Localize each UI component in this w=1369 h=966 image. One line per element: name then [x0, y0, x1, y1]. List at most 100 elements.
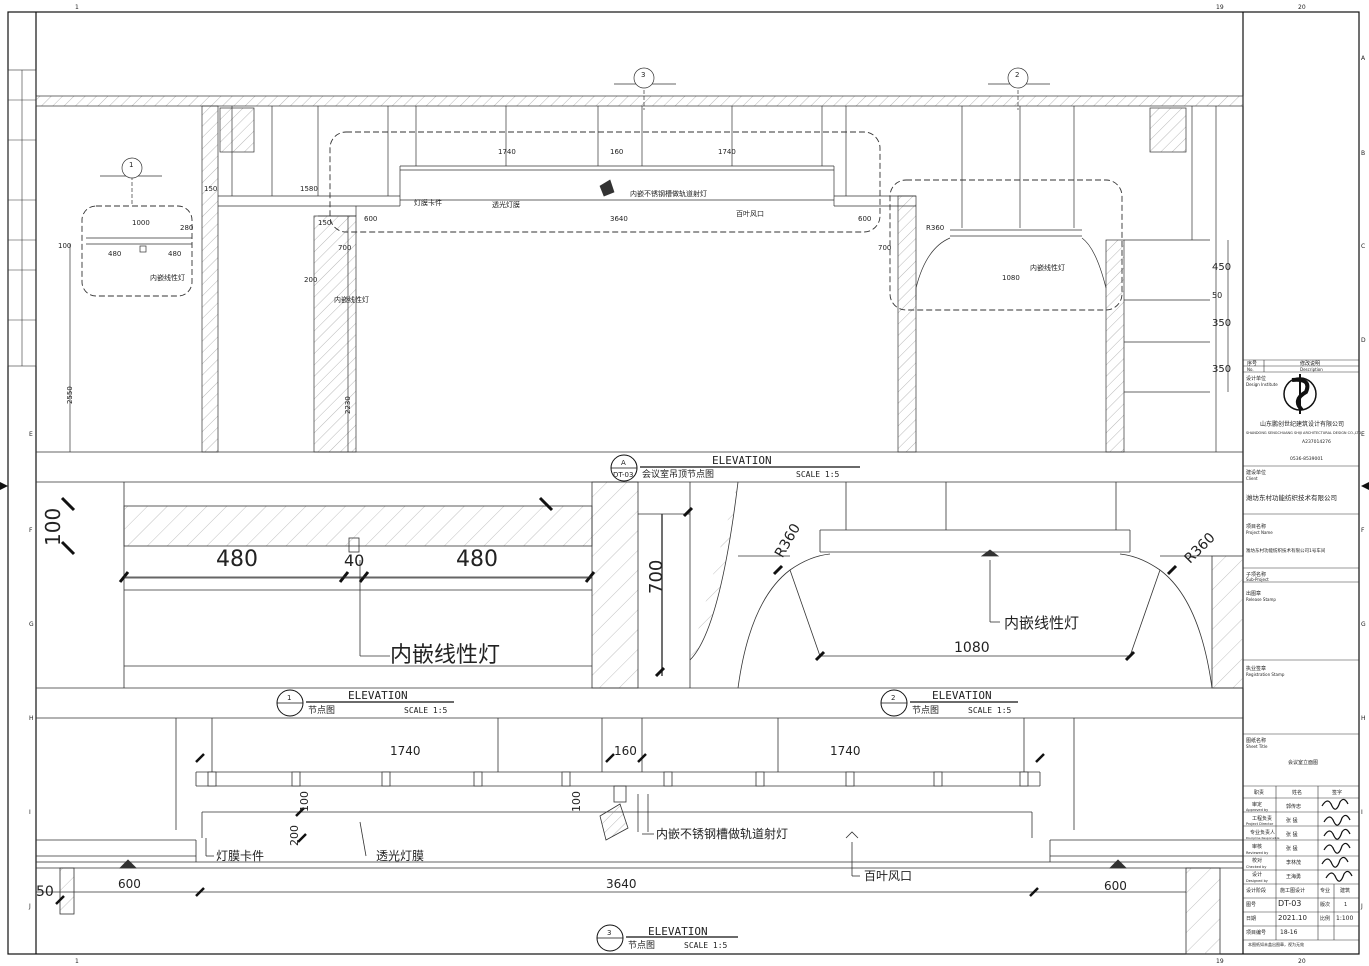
detail-2-r360-a: R360 — [772, 521, 804, 561]
tb-client: 潍坊东村功能纺织技术有限公司 — [1246, 493, 1337, 502]
dim-280: 280 — [180, 224, 193, 232]
detail-1-dim-700: 700 — [646, 560, 667, 594]
detail-3-dim-600-a: 600 — [118, 877, 141, 891]
grid-f: F — [1361, 527, 1365, 534]
detail-1-dim-100: 100 — [41, 508, 65, 546]
detail-1-drawing — [60, 481, 739, 689]
tb-date: 2021.10 — [1278, 914, 1307, 922]
detail-3-dim-160: 160 — [614, 744, 637, 758]
tb-project-no: 18-16 — [1280, 929, 1298, 936]
dim-50: 50 — [1212, 291, 1222, 300]
detail-1-title: 1 ELEVATION 节点图 SCALE 1:5 — [276, 689, 454, 717]
dim-700-b: 700 — [878, 244, 891, 252]
left-stamp-strip — [7, 69, 37, 367]
tb-client-en: Client — [1246, 476, 1258, 481]
elevation-a — [35, 83, 1244, 453]
tb-resp-role-en-1: Project Director — [1246, 822, 1274, 826]
dim-2550: 2550 — [66, 386, 74, 404]
dim-1740-b: 1740 — [718, 148, 736, 156]
tb-subproject-en: Sub-Project — [1246, 577, 1269, 582]
tb-registration-label: 执业签章 — [1246, 665, 1266, 672]
grid-j-left: J — [28, 903, 31, 910]
detail-3-label-light-film: 透光灯膜 — [376, 849, 424, 863]
tb-phone: 0536-8539001 — [1290, 456, 1323, 462]
tb-rev-no: 序号 — [1247, 360, 1257, 367]
tb-resp-role-0: 审定 — [1252, 801, 1262, 808]
tb-project-no-label: 项目编号 — [1246, 929, 1266, 936]
tb-release-label: 出图章 — [1246, 590, 1261, 597]
detail-3-dim-100-b: 100 — [570, 791, 583, 812]
detail-3-subtitle: 节点图 — [628, 940, 655, 951]
detail-3-dim-1740-a: 1740 — [390, 744, 421, 758]
tb-stage-label: 设计阶段 — [1246, 887, 1266, 894]
tb-rev-desc: 修改说明 — [1300, 360, 1320, 367]
tb-resp-name-4: 李林茂 — [1286, 859, 1301, 866]
tb-resp-role-4: 校对 — [1252, 857, 1262, 864]
label-linear-light-b: 内嵌线性灯 — [334, 295, 369, 304]
tb-resp-name-3: 张 猛 — [1286, 845, 1298, 852]
dim-2230: 2230 — [344, 396, 352, 414]
tb-resp-name-header: 姓名 — [1292, 789, 1302, 796]
tb-resp-name-0: 郭传忠 — [1286, 803, 1301, 810]
tb-resp-role-1: 工程负责 — [1252, 815, 1272, 822]
detail-2-marker: 2 — [891, 694, 895, 702]
tb-resp-role-2: 专业负责人 — [1250, 829, 1275, 836]
tb-date-label: 日期 — [1246, 916, 1256, 922]
detail-3-label-track-light: 内嵌不锈钢槽做轨道射灯 — [656, 826, 788, 841]
tb-design-institute: 设计单位 — [1246, 375, 1266, 382]
label-light-film: 透光灯膜 — [492, 200, 520, 209]
tb-resp-name-2: 张 猛 — [1286, 831, 1298, 838]
title-block — [1243, 359, 1359, 941]
dim-150-b: 150 — [318, 219, 331, 227]
elevation-a-heading: ELEVATION — [712, 454, 772, 467]
detail-3-title: 3 ELEVATION 节点图 SCALE 1:5 — [596, 924, 738, 952]
grid-references: 1 19 20 1 19 20 A B C D E F G H I J E F … — [0, 4, 1369, 965]
tb-revision-label: 版次 — [1320, 901, 1330, 908]
tb-design-institute-en: Design Institute — [1246, 382, 1278, 387]
detail-3-dim-200: 200 — [288, 825, 301, 846]
tb-rev-desc-en: Description — [1300, 367, 1323, 372]
detail-2-subtitle: 节点图 — [912, 705, 939, 716]
tb-sheet-no-label: 图号 — [1246, 902, 1256, 908]
grid-top-1: 1 — [75, 4, 79, 11]
dim-150-a: 150 — [204, 185, 217, 193]
detail-3-label-louver: 百叶风口 — [864, 869, 912, 883]
detail-1-dim-480-a: 480 — [216, 547, 258, 572]
tb-specialty: 建筑 — [1340, 887, 1350, 894]
elevation-a-labels: 灯膜卡件 透光灯膜 内嵌不锈钢槽做轨道射灯 百叶风口 内嵌线性灯 内嵌线性灯 内… — [150, 189, 1065, 304]
tb-rev-no-en: No. — [1247, 367, 1254, 372]
tb-note: 本图纸如未盖出图章，视为无效 — [1248, 941, 1304, 947]
dim-3640: 3640 — [610, 215, 628, 223]
elevation-a-subtitle: 会议室吊顶节点图 — [642, 468, 714, 480]
elevation-a-dims: 1740 160 1740 1580 150 150 600 600 3640 … — [58, 148, 1231, 414]
detail-3-dim-100-a: 100 — [298, 791, 311, 812]
dim-200: 200 — [304, 276, 317, 284]
dim-700-a: 700 — [338, 244, 351, 252]
tb-registration-en: Registration Stamp — [1246, 672, 1285, 677]
tb-resp-role-en-0: Approved by — [1246, 808, 1268, 812]
detail-3-dim-600-b: 600 — [1104, 879, 1127, 893]
grid-e: E — [1361, 431, 1365, 438]
detail-3-scale: SCALE 1:5 — [684, 941, 728, 950]
tb-revision: 1 — [1344, 902, 1347, 908]
detail-3-dim-3640: 3640 — [606, 877, 637, 891]
tb-release-en: Release Stamp — [1246, 597, 1276, 602]
tb-resp-name-1: 张 猛 — [1286, 817, 1298, 824]
tb-company-en: SHANDONG SENGCHUANG SHIJI ARCHITECTURAL … — [1246, 431, 1362, 435]
grid-bottom-19: 19 — [1216, 958, 1224, 965]
tb-subproject-label: 子项名称 — [1246, 571, 1266, 578]
tb-license: A237014276 — [1302, 439, 1331, 445]
label-linear-light-a: 内嵌线性灯 — [150, 273, 185, 282]
tb-resp-sign-header: 签字 — [1332, 789, 1342, 796]
detail-3-dim-1740-b: 1740 — [830, 744, 861, 758]
tb-resp-role-en-3: Reviewed by — [1246, 851, 1268, 855]
detail-1-dim-480-b: 480 — [456, 547, 498, 572]
dim-160: 160 — [610, 148, 623, 156]
tb-resp-role-en-2: Discipline Responsible — [1246, 836, 1280, 840]
tb-company: 山东鹏创世纪建筑设计有限公司 — [1260, 420, 1344, 428]
tb-scale-label: 比例 — [1320, 915, 1330, 922]
callout-3: 3 — [641, 71, 645, 79]
detail-1-marker: 1 — [287, 694, 291, 702]
label-louver: 百叶风口 — [736, 209, 764, 218]
